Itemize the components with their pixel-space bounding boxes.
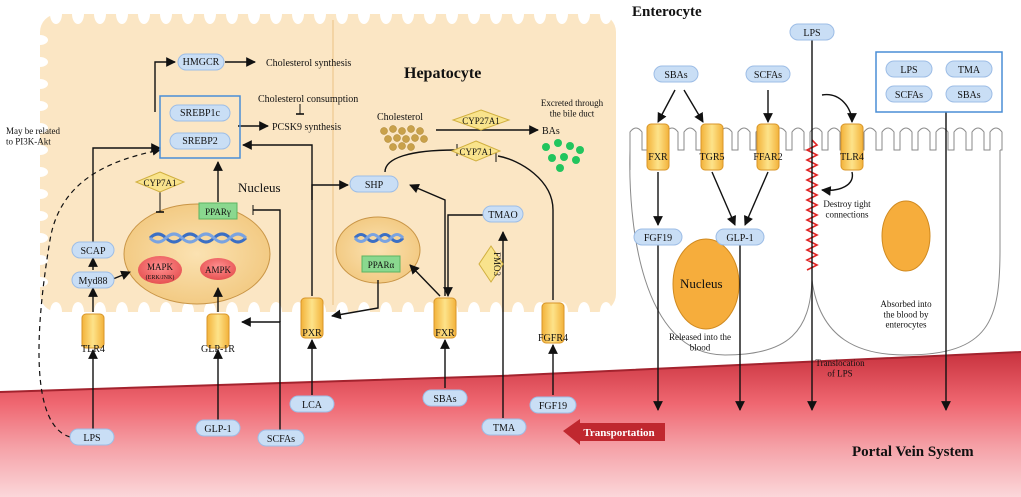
cyp7a1-label: CYP7A1 <box>459 147 492 157</box>
transportation-arrow <box>563 419 665 445</box>
mapk-label: MAPK <box>147 262 174 272</box>
cyp7a1-left-diamond <box>134 171 186 193</box>
ampk-label: AMPK <box>205 265 232 275</box>
box-tma-label: TMA <box>958 65 981 76</box>
tgr5-label: TGR5 <box>700 152 725 163</box>
box-lps-label: LPS <box>900 65 917 76</box>
srebp1c-label: SREBP1c <box>180 108 221 119</box>
fmo3-label: FMO3 <box>492 252 502 277</box>
box-scfas-label: SCFAs <box>895 90 923 101</box>
ffar2-label: FFAR2 <box>753 152 782 163</box>
shp-label: SHP <box>365 180 384 191</box>
glp1-ent-label: GLP-1 <box>726 233 753 244</box>
enterocyte-nucleus-left <box>672 238 740 330</box>
cyp27a1-label: CYP27A1 <box>462 116 500 126</box>
box-sbas-label: SBAs <box>957 90 980 101</box>
scfas-bottom-label: SCFAs <box>267 434 295 445</box>
fmo3-diamond <box>478 245 504 283</box>
cholesterol-consumption-label: Cholesterol consumption <box>258 94 358 105</box>
fgf19-ent-label: FGF19 <box>644 233 672 244</box>
cholesterol-synthesis-label: Cholesterol synthesis <box>266 58 351 69</box>
enterocyte-cell <box>629 127 1003 356</box>
enterocyte-nucleus-right <box>881 200 931 272</box>
tlr4-ent-label: TLR4 <box>840 152 864 163</box>
cyp7a1-diamond <box>450 140 502 162</box>
fgf19-bottom-label: FGF19 <box>539 401 567 412</box>
srebp-box <box>159 95 241 159</box>
myd88-label: Myd88 <box>79 276 108 287</box>
scfas-ent-label: SCFAs <box>754 70 782 81</box>
hepatocyte-nucleus <box>123 203 271 305</box>
pxr-label: PXR <box>302 328 322 339</box>
enterocyte-nucleus-label: Nucleus <box>680 276 723 291</box>
connectors <box>38 40 951 445</box>
cholesterol-dots-icon <box>380 125 428 151</box>
pcsk9-synthesis-label: PCSK9 synthesis <box>272 122 341 133</box>
bas-label: BAs <box>542 126 560 137</box>
fxr-ent-label: FXR <box>648 152 668 163</box>
hepatocyte-nucleus-label: Nucleus <box>238 180 281 195</box>
tmao-label: TMAO <box>488 210 517 221</box>
receptors <box>81 123 864 349</box>
srebp2-label: SREBP2 <box>182 136 218 147</box>
pills <box>69 23 993 447</box>
hmgcr-label: HMGCR <box>183 57 220 68</box>
enterocyte-title: Enterocyte <box>632 4 702 20</box>
ppar-gamma-box <box>198 202 238 220</box>
mapk-sub-label: (ERK/JNK) <box>146 274 175 281</box>
sbas-bottom-label: SBAs <box>433 394 456 405</box>
cyp7a1-left-label: CYP7A1 <box>143 178 176 188</box>
scap-label: SCAP <box>80 246 105 257</box>
cyp27a1-diamond <box>451 109 511 131</box>
tma-bottom-label: TMA <box>493 423 516 434</box>
sbas-ent-label: SBAs <box>664 70 687 81</box>
portal-vein-title: Portal Vein System <box>852 444 974 460</box>
transportation-label: Transportation <box>583 427 654 439</box>
ppar-alpha-box <box>361 255 401 273</box>
lps-top-label: LPS <box>803 28 820 39</box>
fxr-hep-label: FXR <box>435 328 455 339</box>
tight-junction <box>805 139 819 271</box>
lps-bottom-label: LPS <box>83 433 100 444</box>
ampk-pill <box>200 258 236 280</box>
ppar-gamma-label: PPARγ <box>205 207 231 217</box>
fgfr4-label: FGFR4 <box>538 333 568 344</box>
hepatocyte-title: Hepatocyte <box>404 65 481 82</box>
tlr4-hep-label: TLR4 <box>81 344 105 355</box>
bile-acid-dots-icon <box>542 139 584 172</box>
glp1-bottom-label: GLP-1 <box>204 424 231 435</box>
mapk-pill <box>138 256 182 284</box>
glp1r-label: GLP-1R <box>201 344 235 355</box>
ppar-alpha-label: PPARα <box>368 260 395 270</box>
hepatocyte-cell <box>32 4 616 322</box>
cholesterol-label: Cholesterol <box>377 112 423 123</box>
ppar-alpha-nucleus <box>335 216 421 284</box>
lca-bottom-label: LCA <box>302 400 323 411</box>
